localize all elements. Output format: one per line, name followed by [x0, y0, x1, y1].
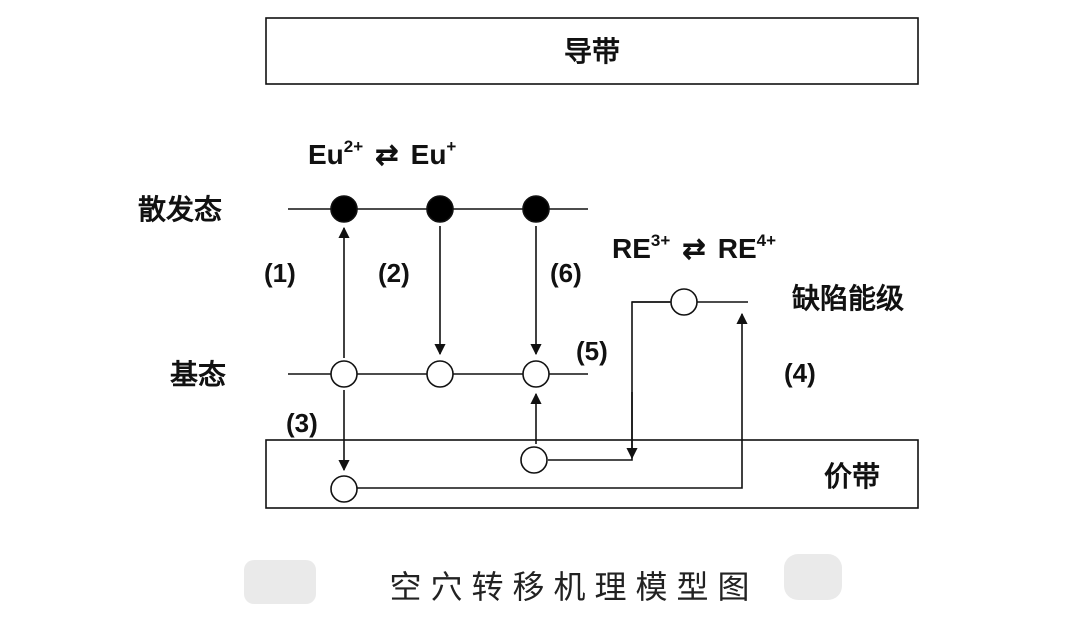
- defect-level-label: 缺陷能级: [792, 282, 904, 315]
- valence-band-label: 价带: [824, 460, 880, 493]
- electron-1: [330, 195, 358, 223]
- eu-ion-b: Eu: [411, 139, 447, 170]
- hole-defect: [670, 288, 698, 316]
- eu-ion-a: Eu: [308, 139, 344, 170]
- eu-ion-pair: Eu2+⇄Eu+: [308, 137, 456, 170]
- eu-ion-a-sup: 2+: [344, 137, 363, 156]
- hole-ground-1: [330, 360, 358, 388]
- eu-equilibrium-arrow: ⇄: [375, 139, 398, 170]
- step-label-6: (6): [550, 258, 582, 288]
- re-ion-a: RE: [612, 233, 651, 264]
- electron-3: [522, 195, 550, 223]
- step-label-4: (4): [784, 358, 816, 388]
- re-ion-b-sup: 4+: [757, 231, 776, 250]
- hole-valence-1: [330, 475, 358, 503]
- step-label-3: (3): [286, 408, 318, 438]
- step-label-1: (1): [264, 258, 296, 288]
- re-ion-b: RE: [718, 233, 757, 264]
- hole-ground-2: [426, 360, 454, 388]
- watermark-blur-right: [784, 554, 842, 600]
- valence-band-box: [265, 439, 919, 509]
- step-label-2: (2): [378, 258, 410, 288]
- electron-2: [426, 195, 454, 223]
- arrow-step-5-head: [626, 301, 670, 460]
- ground-state-label: 基态: [170, 358, 226, 391]
- hole-valence-2: [520, 446, 548, 474]
- hole-ground-3: [522, 360, 550, 388]
- excited-state-label: 散发态: [138, 193, 222, 226]
- conduction-band-box: [265, 17, 919, 85]
- step-label-5: (5): [576, 336, 608, 366]
- watermark-blur-left: [244, 560, 316, 604]
- re-ion-pair: RE3+⇄RE4+: [612, 231, 776, 264]
- diagram-caption: 空穴转移机理模型图: [389, 568, 758, 606]
- eu-ion-b-sup: +: [446, 137, 456, 156]
- arrow-step-4-path: [357, 312, 748, 489]
- re-equilibrium-arrow: ⇄: [682, 233, 705, 264]
- conduction-band-label: 导带: [564, 35, 620, 68]
- re-ion-a-sup: 3+: [651, 231, 670, 250]
